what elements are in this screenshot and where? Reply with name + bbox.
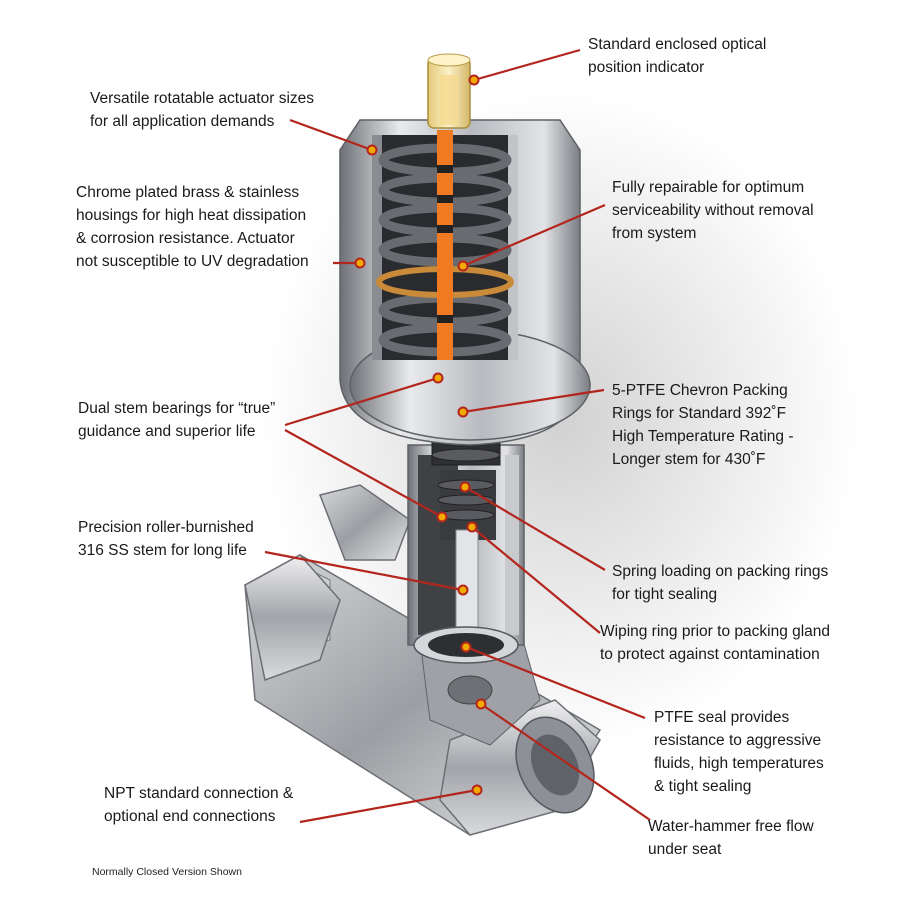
leader-actuator-sizes — [289, 118, 373, 152]
leader-npt — [299, 788, 478, 824]
dot-wiping-ring — [466, 521, 478, 533]
dot-roller-stem — [457, 584, 469, 596]
leader-spring-loading — [464, 486, 606, 571]
dot-repairable — [457, 260, 469, 272]
dot-ptfe-seal — [460, 641, 472, 653]
figure-caption: Normally Closed Version Shown — [92, 866, 242, 878]
dot-water-hammer — [475, 698, 487, 710]
dot-bearing-lower — [436, 511, 448, 523]
callout-stem-bearings: Dual stem bearings for “true” guidance a… — [78, 400, 276, 440]
callout-actuator-sizes: Versatile rotatable actuator sizes for a… — [90, 90, 315, 130]
dot-spring-loading — [459, 481, 471, 493]
leader-bearing-upper — [284, 376, 439, 427]
optical-indicator — [427, 53, 471, 129]
callout-water-hammer: Water-hammer free flow under seat — [648, 818, 814, 858]
dot-housings — [354, 257, 366, 269]
dot-npt — [471, 784, 483, 796]
orange-piston-rod — [437, 130, 453, 360]
dot-bearing-upper — [432, 372, 444, 384]
callout-repairable: Fully repairable for optimum serviceabil… — [612, 179, 814, 242]
dot-chevron-packing — [457, 406, 469, 418]
leader-ptfe-seal — [465, 645, 646, 720]
callout-npt-connection: NPT standard connection & optional end c… — [104, 785, 294, 825]
callout-spring-loading: Spring loading on packing rings for tigh… — [612, 563, 829, 603]
leader-water-hammer — [480, 703, 651, 821]
dot-optical-indicator — [468, 74, 480, 86]
callout-ptfe-seal: PTFE seal provides resistance to aggress… — [654, 709, 824, 795]
leader-lines — [264, 48, 651, 824]
dot-actuator-sizes — [366, 144, 378, 156]
valve-body — [244, 484, 602, 836]
leader-repairable — [462, 203, 606, 268]
callout-dots — [354, 74, 487, 796]
leader-chevron-packing — [462, 388, 605, 414]
leader-bearing-lower — [284, 429, 443, 518]
callout-housings: Chrome plated brass & stainless housings… — [76, 184, 309, 270]
callout-optical-indicator: Standard enclosed optical position indic… — [588, 36, 767, 76]
leader-wiping-ring — [471, 526, 601, 634]
leader-roller-stem — [264, 550, 464, 592]
callout-chevron-packing: 5-PTFE Chevron Packing Rings for Standar… — [612, 382, 794, 468]
callout-wiping-ring: Wiping ring prior to packing gland to pr… — [600, 623, 831, 663]
callout-roller-stem: Precision roller-burnished 316 SS stem f… — [78, 519, 254, 559]
rod-bands — [437, 165, 453, 323]
leader-optical-indicator — [473, 48, 581, 82]
